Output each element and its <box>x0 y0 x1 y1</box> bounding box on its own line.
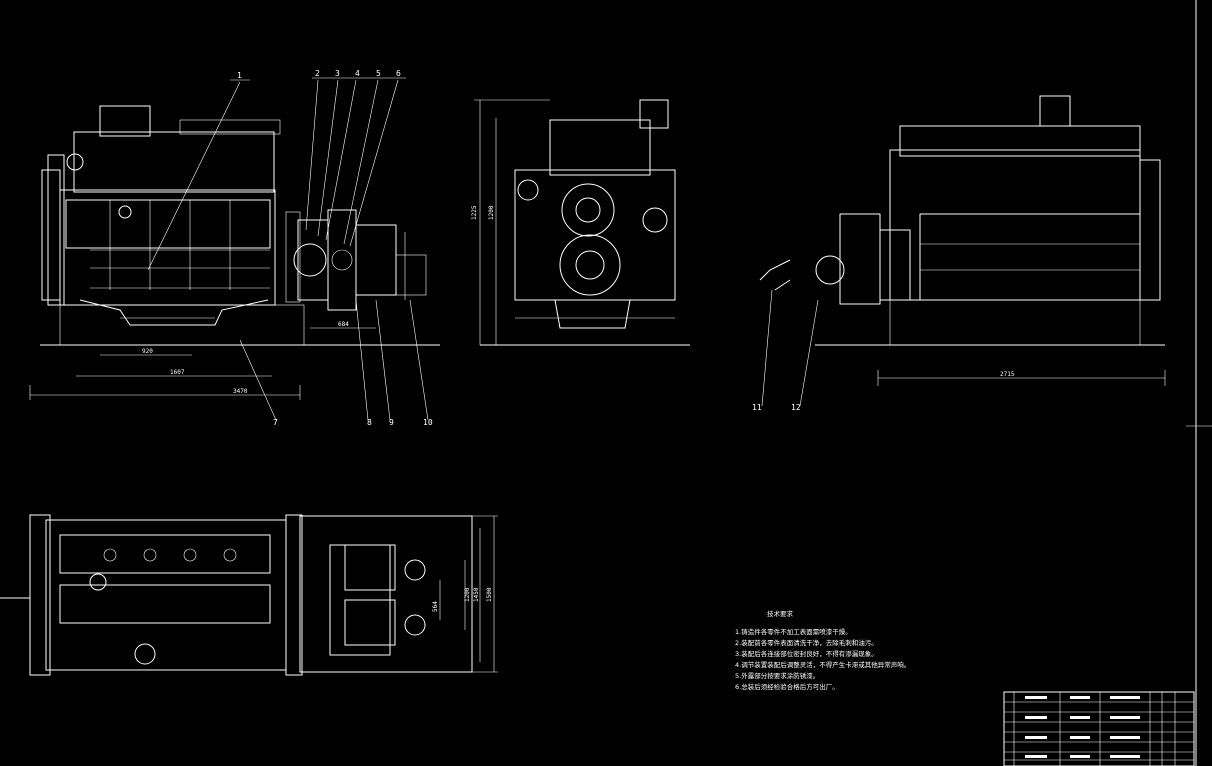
front-elevation-view <box>29 77 440 421</box>
end-view <box>474 99 690 346</box>
tech-requirement-item: 5.外露部分按要求涂防锈漆。 <box>735 672 820 680</box>
tech-requirement-item: 1.铸造件各零件不加工表面需喷漆干燥。 <box>735 628 852 636</box>
tech-requirement-item: 3.装配后各连接部位密封良好，不得有渗漏现象。 <box>735 650 878 658</box>
tech-requirement-item: 4.调节装置装配后调整灵活，不得产生卡滞或其他异常声响。 <box>735 661 911 669</box>
part-number-5: 5 <box>376 69 381 78</box>
dim-base-right: 684 <box>338 321 349 328</box>
part-number-3: 3 <box>335 69 340 78</box>
tech-requirement-item: 6.总装后须经检验合格后方可出厂。 <box>735 683 839 691</box>
part-number-6: 6 <box>396 69 401 78</box>
plan-view <box>0 514 498 676</box>
dim-overall-length: 3470 <box>233 388 248 395</box>
side-elevation-view <box>759 95 1166 407</box>
dimension-labels: 3470 1607 920 684 1225 1200 2715 1200 14… <box>142 205 1015 612</box>
part-callouts: 1 2 3 4 5 6 7 8 9 10 11 12 <box>237 69 801 427</box>
dim-front-height: 1225 <box>471 205 478 220</box>
part-number-4: 4 <box>355 69 360 78</box>
dim-side-length: 2715 <box>1000 371 1015 378</box>
tech-requirements-title: 技术要求 <box>767 610 793 618</box>
part-number-7: 7 <box>273 418 278 427</box>
part-number-2: 2 <box>315 69 320 78</box>
dim-base-short: 920 <box>142 348 153 355</box>
drawing-frame <box>1186 0 1212 766</box>
dim-front-inner: 1200 <box>488 205 495 220</box>
tech-requirements-list: 1.铸造件各零件不加工表面需喷漆干燥。 2.装配前各零件表面清洗干净，去除毛刺和… <box>735 627 910 693</box>
part-number-10: 10 <box>423 418 433 427</box>
dim-plan-c: 1500 <box>486 587 493 602</box>
dim-plan-b: 1450 <box>473 587 480 602</box>
tech-requirement-item: 2.装配前各零件表面清洗干净，去除毛刺和油污。 <box>735 639 878 647</box>
part-number-9: 9 <box>389 418 394 427</box>
part-number-1: 1 <box>237 71 242 80</box>
dim-plan-d: 564 <box>432 601 439 612</box>
part-number-12: 12 <box>791 403 801 412</box>
dim-base-length: 1607 <box>170 369 185 376</box>
part-number-8: 8 <box>367 418 372 427</box>
part-number-11: 11 <box>752 403 762 412</box>
title-block <box>1003 691 1195 766</box>
dim-plan-a: 1200 <box>464 587 471 602</box>
